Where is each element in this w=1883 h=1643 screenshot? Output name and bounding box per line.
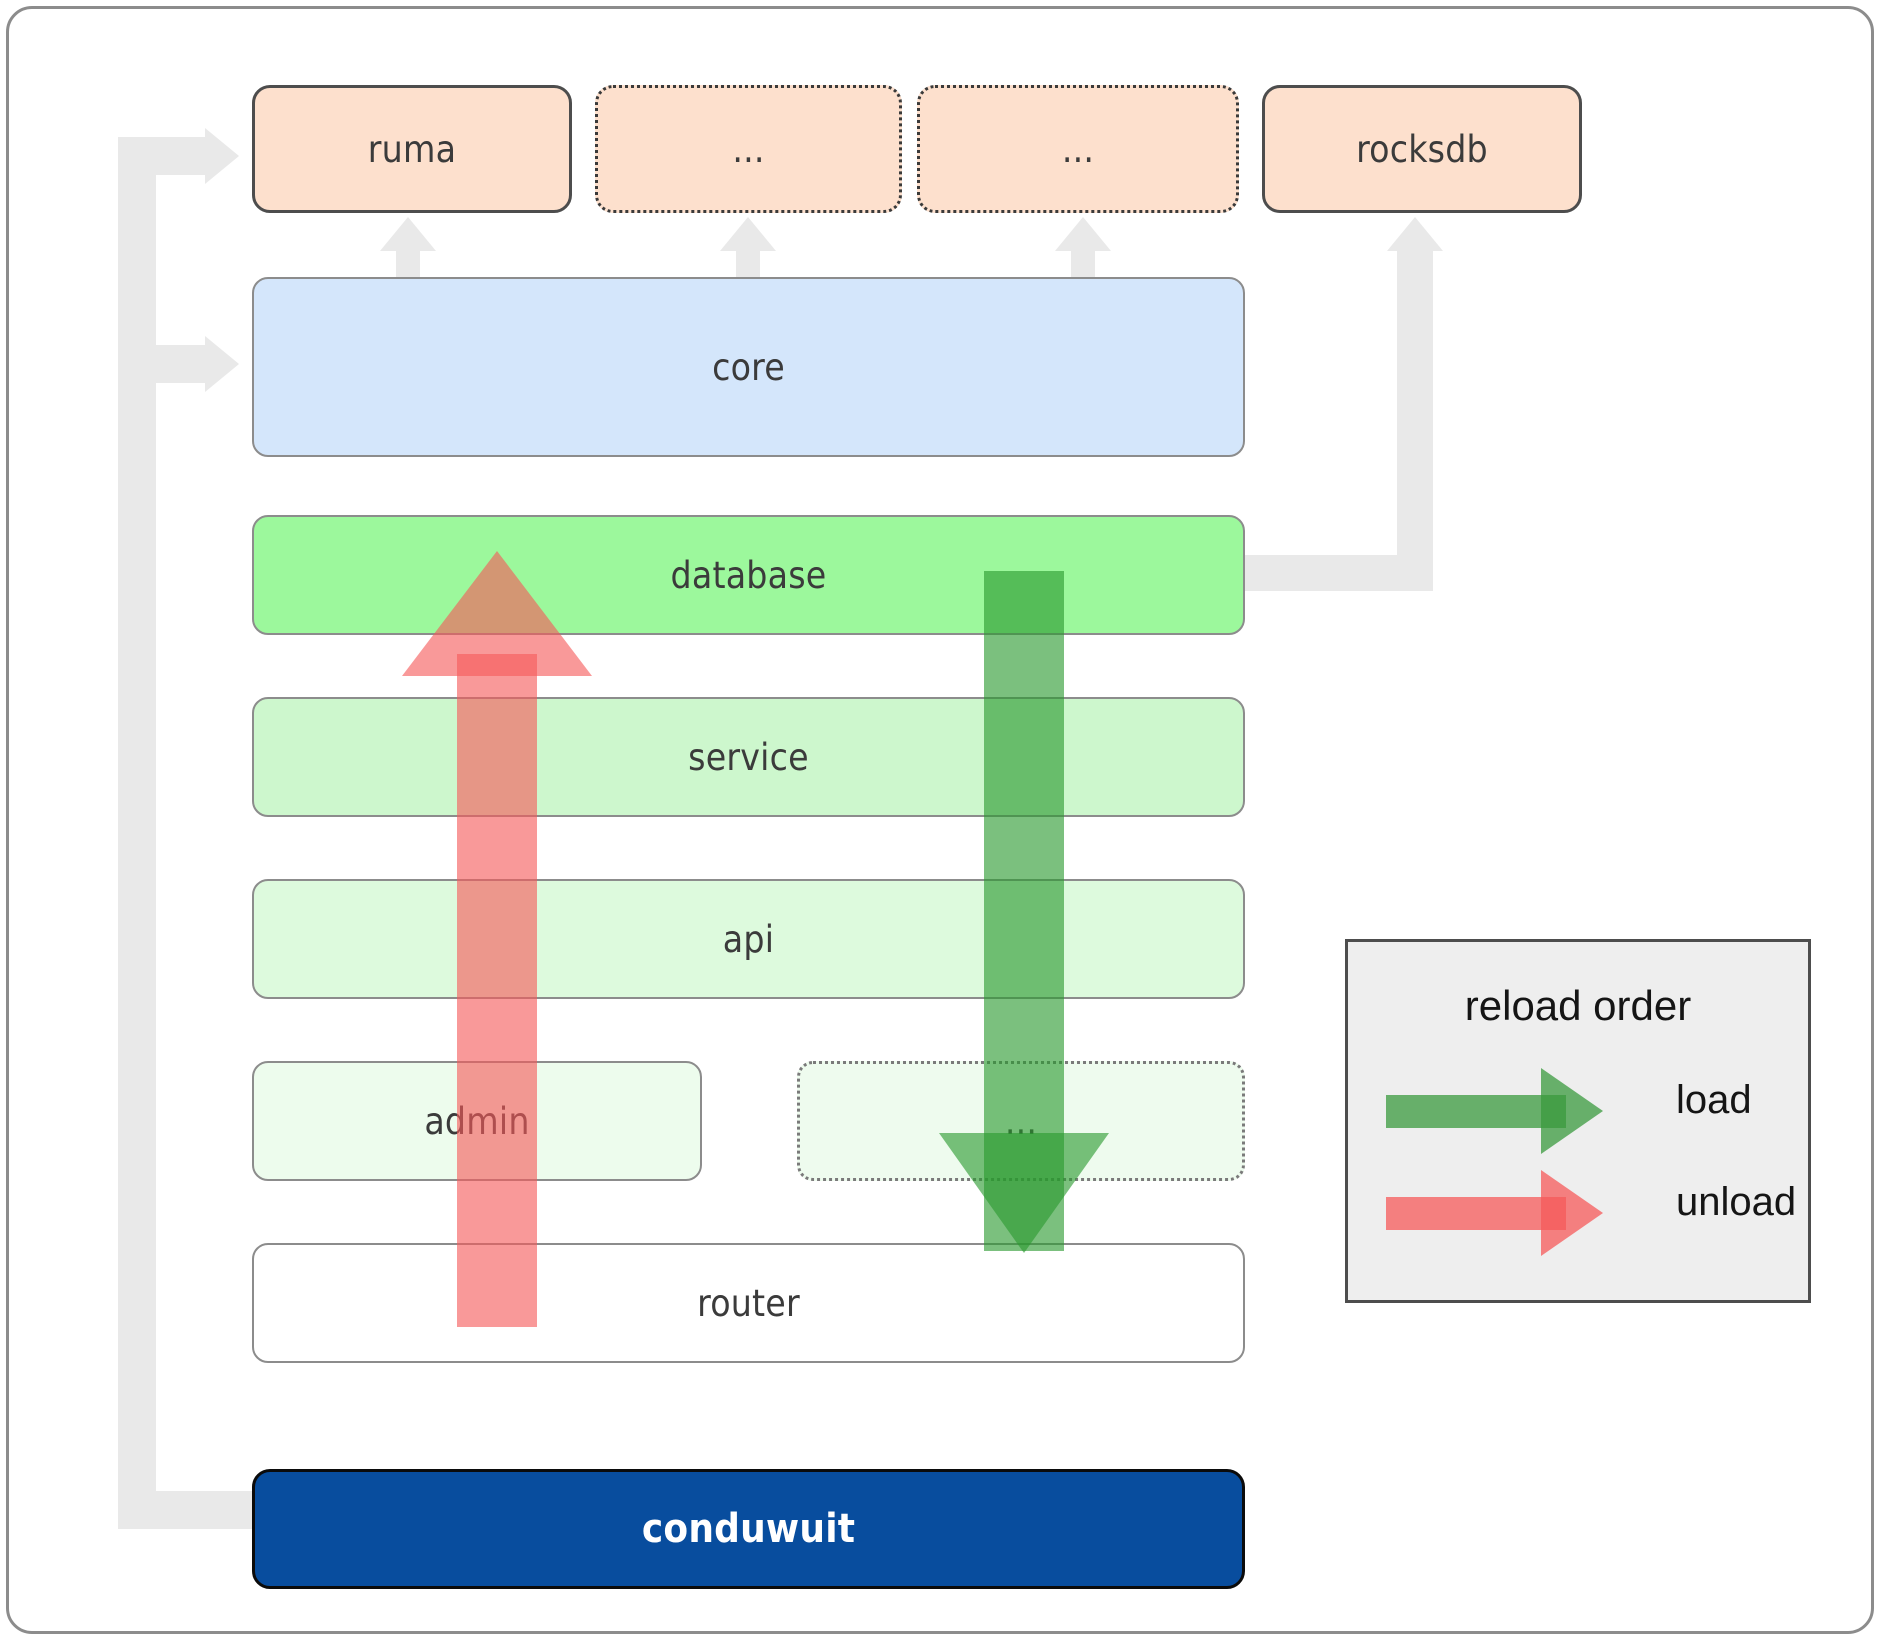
legend-unload-head-icon [1541, 1170, 1603, 1256]
node-database-label: database [670, 553, 827, 597]
node-dep-placeholder-2-label: ... [1061, 127, 1095, 171]
legend-load-head-icon [1541, 1068, 1603, 1154]
legend-row-load: load [1386, 1062, 1776, 1158]
node-api-label: api [722, 917, 775, 961]
legend-title: reload order [1464, 982, 1692, 1029]
legend-unload-shaft-icon [1386, 1197, 1566, 1230]
legend-reload-order: reload order load unload [1345, 939, 1811, 1303]
connector-arrow-up-dep3-icon [1055, 217, 1111, 251]
node-core-label: core [712, 345, 785, 389]
legend-row-unload: unload [1386, 1164, 1796, 1260]
node-dep-placeholder-2[interactable]: ... [917, 85, 1239, 213]
connector-arrow-up-ruma-icon [380, 217, 436, 251]
connector-arrow-ruma-icon [205, 128, 239, 184]
node-core[interactable]: core [252, 277, 1245, 457]
node-dep-placeholder-1[interactable]: ... [595, 85, 902, 213]
node-ruma[interactable]: ruma [252, 85, 572, 213]
node-database[interactable]: database [252, 515, 1245, 635]
node-rocksdb[interactable]: rocksdb [1262, 85, 1582, 213]
legend-unload-label: unload [1676, 1180, 1797, 1224]
connector-branch-ruma [118, 137, 214, 175]
connector-arrow-up-rocksdb-icon [1387, 217, 1443, 251]
node-dep-placeholder-1-label: ... [732, 127, 765, 171]
node-conduwuit-label: conduwuit [641, 1506, 856, 1552]
node-conduwuit[interactable]: conduwuit [252, 1469, 1245, 1589]
connector-root-horizontal [118, 1491, 258, 1529]
node-router[interactable]: router [252, 1243, 1245, 1363]
connector-arrow-up-dep2-icon [720, 217, 776, 251]
connector-arrow-core-icon [205, 336, 239, 392]
legend-load-shaft-icon [1386, 1095, 1566, 1128]
node-api[interactable]: api [252, 879, 1245, 999]
node-router-label: router [697, 1281, 800, 1325]
legend-load-label: load [1676, 1078, 1752, 1122]
connector-database-to-rocksdb-v [1397, 249, 1433, 591]
node-service-label: service [688, 735, 809, 779]
node-rocksdb-label: rocksdb [1356, 127, 1488, 171]
node-ruma-label: ruma [367, 127, 457, 171]
connector-branch-core [118, 345, 214, 383]
diagram-canvas: ruma ... ... rocksdb core database servi… [6, 6, 1874, 1634]
node-service[interactable]: service [252, 697, 1245, 817]
